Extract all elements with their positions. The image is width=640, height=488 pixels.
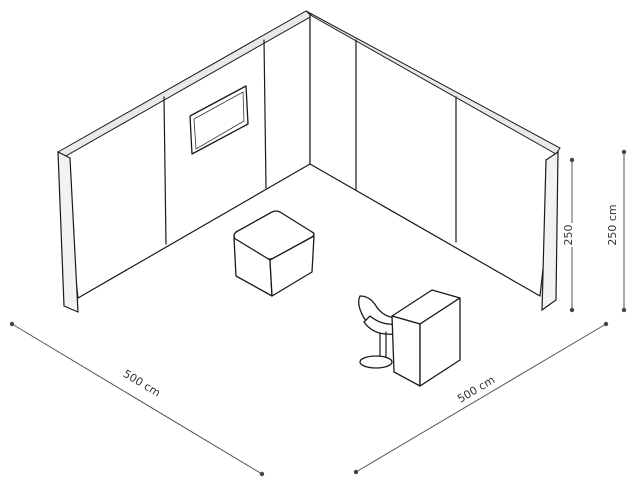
dimension-height-outer-label: 250 cm [606, 204, 619, 245]
dimension-height-inner-label: 250 [562, 225, 575, 246]
wall-screen [189, 85, 249, 155]
cube-stool [233, 210, 315, 297]
dimension-left-width: 500 cm [9, 321, 265, 477]
dimension-height-inner: 250 [559, 157, 577, 313]
dimension-height-outer: 250 cm [603, 149, 627, 313]
left-back-wall [57, 10, 313, 313]
bar-stool [358, 295, 399, 369]
counter-desk [391, 289, 461, 387]
dimension-right-width: 500 cm [353, 321, 609, 475]
right-back-wall [305, 10, 561, 312]
